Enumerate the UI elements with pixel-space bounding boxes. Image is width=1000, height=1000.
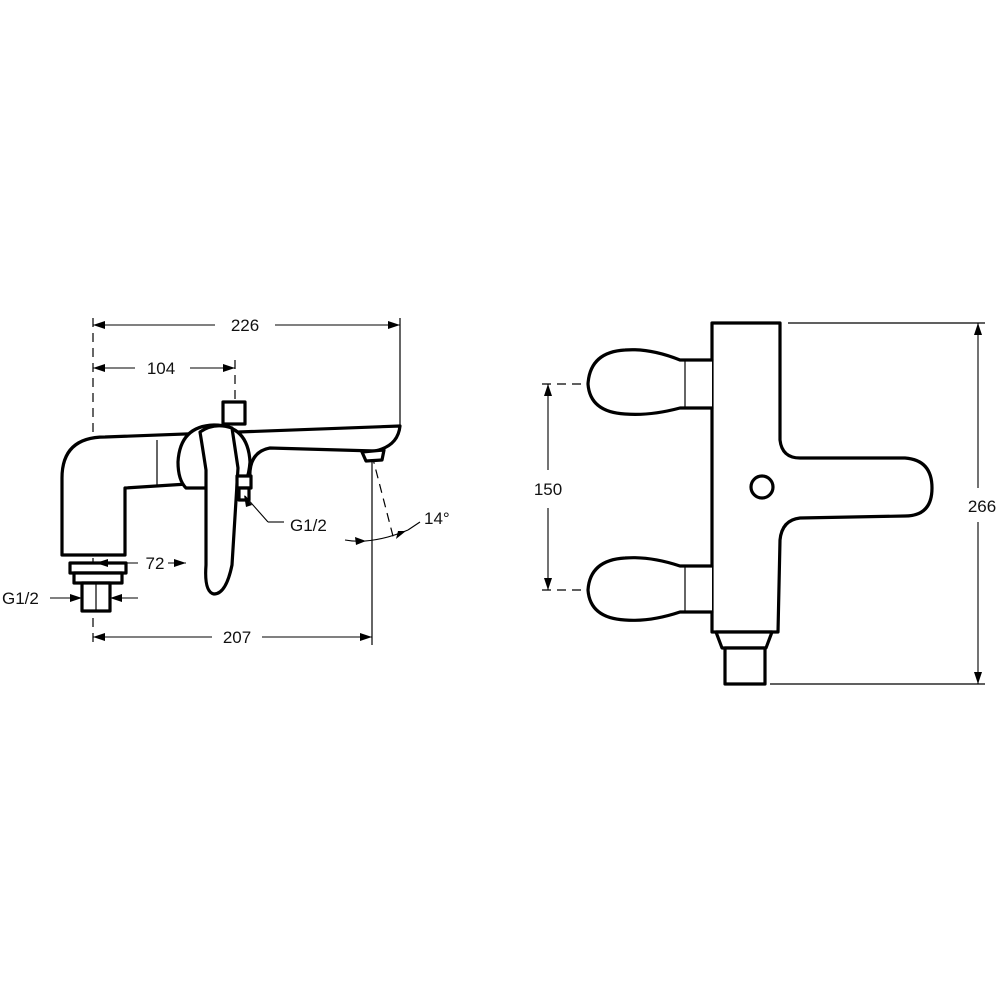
- dimension-226-label: 226: [231, 316, 259, 335]
- lower-inlet-bulb: [586, 556, 714, 622]
- outlet-collar: [714, 630, 774, 650]
- base-connection-label: G1/2: [2, 589, 39, 608]
- hose-connection-callout: G1/2: [244, 495, 327, 535]
- diverter-knob: [221, 400, 247, 426]
- dimension-72: 72: [96, 554, 186, 573]
- dimension-266: 266: [770, 322, 996, 685]
- mixer-lever: [198, 424, 240, 596]
- dimension-104: 104: [93, 359, 235, 378]
- top-body: [710, 321, 934, 634]
- dimension-104-label: 104: [147, 359, 175, 378]
- dimension-207: 207: [93, 628, 372, 647]
- base-connection-callout: G1/2: [2, 589, 138, 608]
- dimension-207-label: 207: [223, 628, 251, 647]
- dimension-72-label: 72: [146, 554, 165, 573]
- top-view: 150 266: [534, 321, 996, 686]
- dimension-150-label: 150: [534, 480, 562, 499]
- spout-angle-annotation: 14°: [344, 509, 450, 545]
- spray-angle-line: [371, 454, 395, 541]
- dimension-226: 226: [93, 316, 400, 335]
- hose-connector-thread: [237, 486, 251, 502]
- spout-angle-label: 14°: [424, 509, 450, 528]
- spout-nozzle: [360, 448, 386, 463]
- hose-connector: [235, 474, 253, 490]
- mounting-hole: [749, 474, 775, 500]
- dimension-150: 150: [534, 384, 562, 590]
- upper-inlet-bulb: [586, 348, 714, 416]
- side-view: 226 104 G1/2 14°: [2, 316, 450, 647]
- outlet-stub: [723, 646, 767, 686]
- dimension-266-label: 266: [968, 497, 996, 516]
- hose-connection-label: G1/2: [290, 516, 327, 535]
